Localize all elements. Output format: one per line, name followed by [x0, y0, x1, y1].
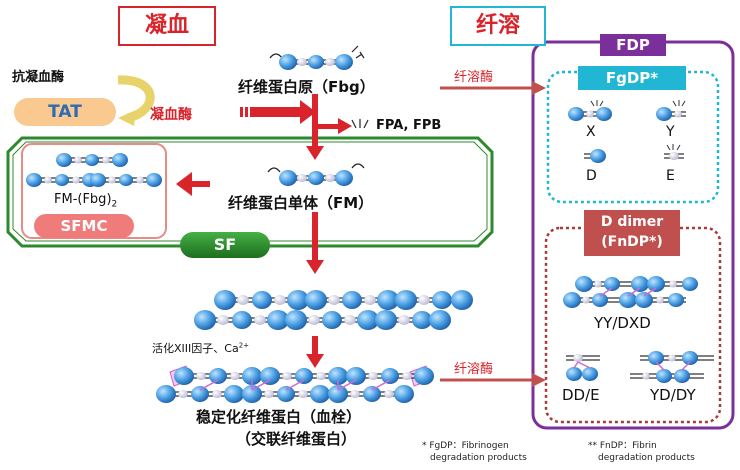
label-yy-dxd: YY/DXD [594, 314, 651, 332]
fibrinolysis-header: 纤溶 [450, 6, 546, 46]
label-yd-dy: YD/DY [650, 386, 696, 404]
thrombin-label: 凝血酶 [150, 107, 192, 123]
footnote-fgdp-line2: degradation products [430, 453, 527, 463]
label-y: Y [666, 124, 675, 140]
antithrombin-label: 抗凝血酶 [12, 70, 65, 85]
fibrin-polymer [194, 290, 473, 330]
fibrinogen-label: 纤维蛋白原（Fbg） [238, 78, 375, 96]
antithrombin-curve-arrow [117, 75, 155, 123]
fragment-yy-dxd [563, 276, 698, 308]
sfmc-complex-molecule [26, 153, 162, 187]
footnote-fgdp: * FgDP：Fibrinogen degradation products [422, 440, 527, 464]
label-x: X [586, 124, 596, 140]
ddimer-subtitle: (FnDP*) [601, 234, 663, 250]
crosslinked-fibrin-label: （交联纤维蛋白） [236, 430, 357, 448]
plasmin-label-bottom: 纤溶酶 [454, 362, 494, 377]
fragment-x [568, 100, 612, 121]
footnote-fndp-line2: degradation products [598, 453, 695, 463]
crosslinked-fibrin [156, 365, 434, 403]
factor-xiii-text: 活化XIII因子、Ca [152, 342, 239, 355]
ddimer-header: D dimer (FnDP*) [584, 210, 680, 256]
footnote-fndp: ** FnDP：Fibrin degradation products [588, 440, 695, 464]
fm-fbg-subscript: 2 [111, 199, 118, 210]
fragment-y [656, 100, 686, 121]
fragment-yd-dy [630, 351, 714, 383]
ddimer-title: D dimer [600, 214, 664, 230]
label-e: E [666, 168, 675, 184]
sf-badge: SF [180, 232, 270, 258]
fpa-fpb-label: FPA, FPB [376, 118, 442, 133]
stable-fibrin-label: 稳定化纤维蛋白（血栓） [196, 408, 362, 426]
factor-xiii-label: 活化XIII因子、Ca2+ [152, 340, 249, 356]
sfmc-badge: SFMC [34, 214, 134, 238]
tat-badge: TAT [14, 98, 116, 126]
label-d: D [586, 168, 597, 184]
fragment-d [584, 149, 606, 163]
footnote-fndp-line1: ** FnDP：Fibrin [588, 441, 657, 451]
fibrin-monomer-label: 纤维蛋白单体（FM） [228, 194, 374, 212]
fragment-e [664, 144, 684, 160]
thrombin-arrow-head [300, 100, 316, 124]
fm-fbg-text: FM-(Fbg) [54, 192, 112, 207]
footnote-fgdp-line1: * FgDP：Fibrinogen [422, 441, 509, 451]
fgdp-header: FgDP* [578, 66, 686, 90]
fm-fbg-label: FM-(Fbg)2 [54, 192, 117, 210]
label-dd-e: DD/E [562, 386, 600, 404]
plasmin-label-top: 纤溶酶 [454, 70, 494, 85]
fdp-header: FDP [600, 34, 666, 56]
coagulation-header: 凝血 [118, 6, 216, 46]
factor-xiii-superscript: 2+ [238, 341, 250, 350]
fragment-dd-e [566, 354, 600, 381]
